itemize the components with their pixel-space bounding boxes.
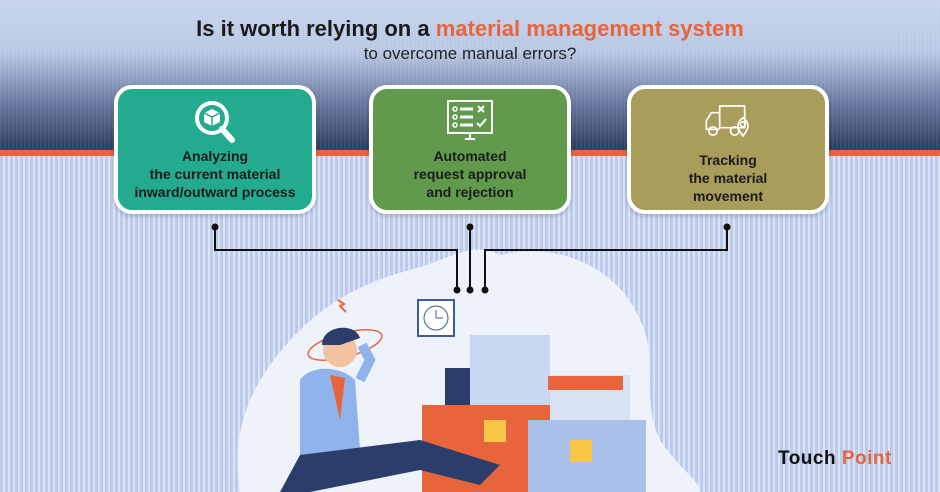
- page-title: Is it worth relying on a material manage…: [0, 16, 940, 42]
- clock-icon: [417, 299, 455, 337]
- card-line: and rejection: [426, 184, 514, 200]
- card-line: Tracking: [699, 152, 757, 168]
- connector-lines: [214, 228, 728, 290]
- magnifier-box-icon: [195, 101, 235, 143]
- lightning-icon: [337, 299, 347, 313]
- card-analyzing: Analyzing the current material inward/ou…: [114, 85, 316, 214]
- card-line: request approval: [413, 166, 527, 182]
- page-subtitle: to overcome manual errors?: [363, 44, 577, 63]
- card-automated: Automated request approval and rejection: [369, 85, 571, 214]
- touchpoint-logo: Touch Point: [778, 448, 892, 470]
- card-line: the current material: [149, 166, 281, 182]
- stressed-person: [280, 327, 500, 492]
- paper-stacks: [470, 335, 630, 420]
- card-line: Analyzing: [181, 148, 249, 164]
- logo-part1: Touch: [778, 448, 837, 469]
- sticky-note: [484, 420, 506, 442]
- card-line: the material: [688, 170, 768, 186]
- checklist-monitor-icon: [447, 100, 493, 140]
- connector-dots: [211, 223, 731, 294]
- logo-part2: Point: [841, 448, 892, 469]
- title-prefix: Is it worth relying on a: [196, 16, 436, 41]
- binder: [445, 368, 470, 408]
- card-line: Automated: [433, 148, 507, 164]
- sticky-note: [570, 440, 592, 462]
- truck-location-icon: [705, 105, 749, 138]
- title-highlight: material management system: [435, 16, 744, 41]
- card-tracking: Tracking the material movement: [627, 85, 829, 214]
- card-line: movement: [692, 188, 764, 204]
- card-line: inward/outward process: [134, 184, 296, 200]
